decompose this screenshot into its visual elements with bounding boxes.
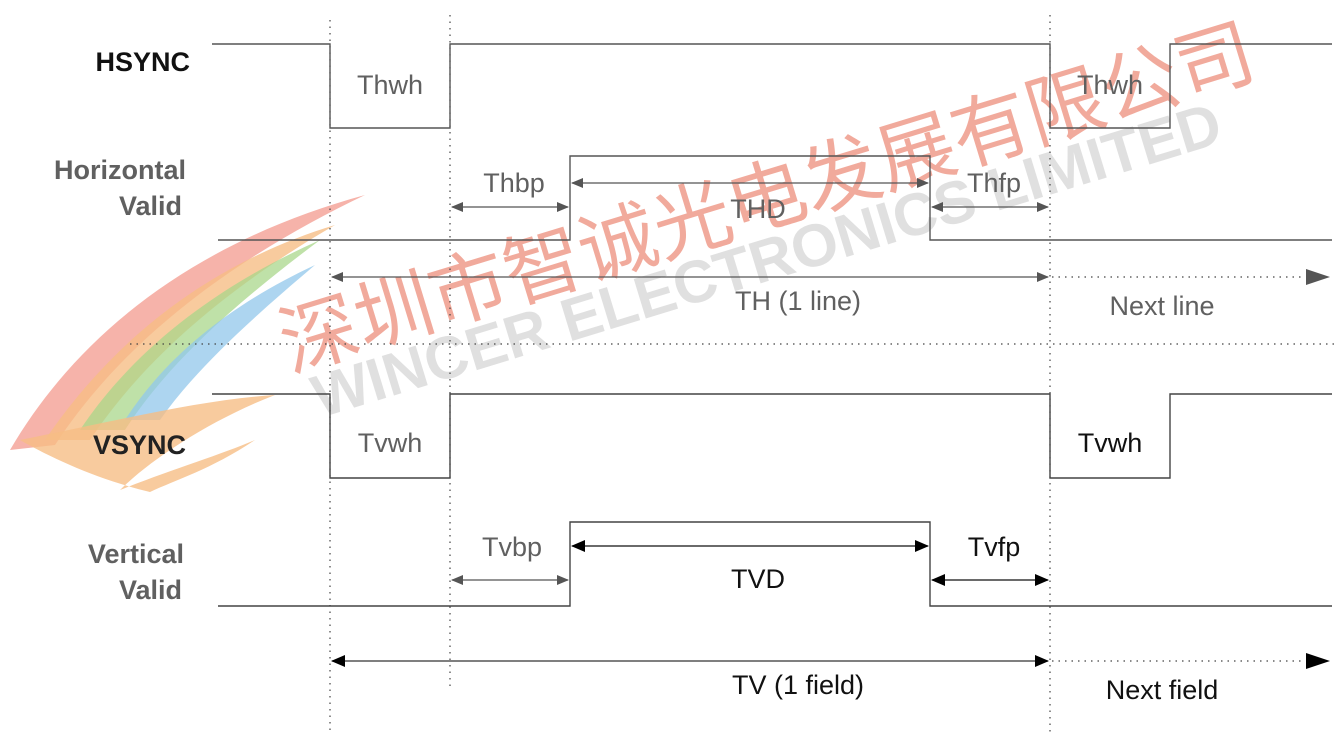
vertical-valid-label-line1: Vertical [88, 539, 184, 569]
tvwh-next-label: Tvwh [1078, 428, 1143, 458]
next-line-label: Next line [1109, 291, 1214, 321]
tvwh-label: Tvwh [358, 428, 423, 458]
horizontal-valid-label-line2: Valid [119, 191, 182, 221]
thwh-label: Thwh [357, 70, 423, 100]
dotted-guides [130, 15, 1336, 732]
th-label: TH (1 line) [735, 286, 861, 316]
thfp-label: Thfp [967, 168, 1021, 198]
horizontal-valid-waveform [218, 155, 1332, 241]
horizontal-arrows [331, 178, 1049, 282]
tv-label: TV (1 field) [732, 670, 864, 700]
tvbp-label: Tvbp [482, 532, 542, 562]
vsync-label: VSYNC [93, 430, 186, 460]
thbp-label: Thbp [483, 168, 545, 198]
tvfp-label: Tvfp [968, 532, 1021, 562]
vsync-waveform [212, 393, 1332, 479]
watermark-logo [10, 195, 365, 492]
hsync-waveform [212, 43, 1332, 129]
next-field-arrowhead [1306, 653, 1330, 669]
thd-label: THD [730, 194, 786, 224]
next-line-arrowhead [1306, 269, 1330, 285]
horizontal-valid-label-line1: Horizontal [54, 155, 186, 185]
next-field-label: Next field [1106, 675, 1219, 705]
vertical-valid-waveform [218, 521, 1332, 607]
thwh-next-label: Thwh [1077, 70, 1143, 100]
hsync-label: HSYNC [95, 47, 190, 77]
vertical-valid-label-line2: Valid [119, 575, 182, 605]
tvd-label: TVD [731, 564, 785, 594]
vertical-arrows [331, 540, 1049, 667]
